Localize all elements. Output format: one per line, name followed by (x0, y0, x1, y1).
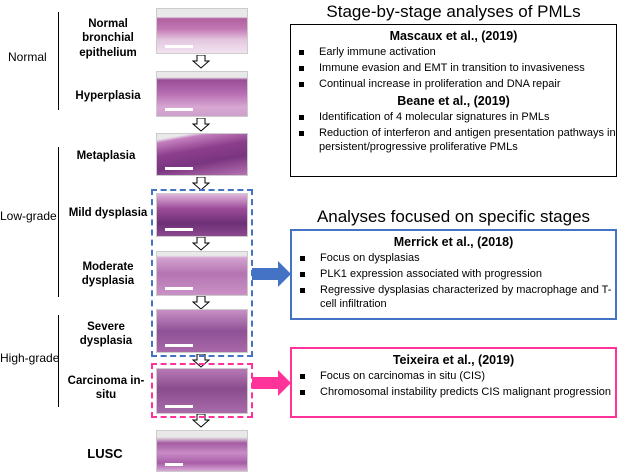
scale-bar (165, 463, 183, 466)
micrograph-hyperplasia (156, 71, 248, 117)
beane-heading: Beane et al., (2019) (397, 93, 510, 108)
merrick-heading: Merrick et al., (2018) (393, 235, 514, 249)
micrograph-carcinoma-in-situ (156, 368, 248, 414)
mascaux-heading: Mascaux et al., (2019) (389, 29, 518, 43)
stage-label-normal-bronchial: Normal bronchial epithelium (79, 18, 137, 59)
stage-label-carcinoma-in-situ: Carcinoma in-situ (67, 375, 145, 402)
micrograph-metaplasia (156, 133, 248, 176)
scale-bar (165, 167, 193, 170)
teixeira-bullets: Focus on carcinomas in situ (CIS) Chromo… (292, 370, 615, 400)
bracket-high-grade (58, 315, 59, 407)
stage-label-hyperplasia: Hyperplasia (75, 90, 141, 102)
scale-bar (165, 108, 193, 111)
scale-bar (165, 405, 193, 408)
bullet-item: Reduction of interferon and antigen pres… (291, 127, 616, 155)
merrick-bullets: Focus on dysplasias PLK1 expression asso… (292, 252, 615, 312)
micrograph-normal-bronchial (156, 8, 248, 54)
arrow-to-teixeira (252, 370, 291, 396)
bracket-low-grade (58, 147, 59, 297)
bullet-item: PLK1 expression associated with progress… (292, 268, 615, 282)
bullet-item: Chromosomal instability predicts CIS mal… (292, 386, 615, 400)
scale-bar (165, 287, 193, 290)
down-arrow (191, 295, 211, 315)
bullet-item: Regressive dysplasias characterized by m… (292, 284, 615, 312)
down-arrow (191, 236, 211, 256)
stage-label-severe-dysplasia: Severe dysplasia (79, 321, 133, 348)
section1-title: Stage-by-stage analyses of PMLs (326, 2, 581, 21)
scale-bar (165, 344, 193, 347)
micrograph-severe-dysplasia (156, 309, 248, 353)
grade-label-low: Low-grade (0, 209, 57, 223)
cis-highlight-box (151, 363, 253, 418)
down-arrow (191, 117, 211, 137)
down-arrow (191, 54, 211, 74)
merrick-box: Merrick et al., (2018) Focus on dysplasi… (290, 229, 617, 320)
dysplasia-highlight-box (151, 189, 253, 357)
bullet-item: Immune evasion and EMT in transition to … (291, 62, 616, 76)
bullet-item: Early immune activation (291, 46, 616, 60)
stage-label-mild-dysplasia: Mild dysplasia (68, 207, 148, 219)
bracket-normal (58, 12, 59, 110)
bullet-item: Continual increase in proliferation and … (291, 78, 616, 92)
scale-bar (165, 228, 193, 231)
micrograph-lusc (156, 430, 248, 472)
stage-label-metaplasia: Metaplasia (76, 150, 136, 162)
mascaux-bullets: Early immune activation Immune evasion a… (291, 46, 616, 92)
grade-label-high: High-grade (0, 351, 60, 365)
scale-bar (165, 45, 193, 48)
bullet-item: Focus on dysplasias (292, 252, 615, 266)
down-arrow (191, 176, 211, 196)
grade-label-normal: Normal (8, 50, 47, 64)
bullet-item: Identification of 4 molecular signatures… (291, 111, 616, 125)
beane-bullets: Identification of 4 molecular signatures… (291, 111, 616, 155)
stage-label-moderate-dysplasia: Moderate dysplasia (81, 261, 135, 288)
arrow-to-merrick (252, 261, 291, 287)
stage-label-lusc: LUSC (87, 446, 123, 461)
teixeira-heading: Teixeira et al., (2019) (392, 353, 515, 367)
teixeira-box: Teixeira et al., (2019) Focus on carcino… (290, 347, 617, 418)
stage-by-stage-box: Mascaux et al., (2019) Early immune acti… (290, 24, 617, 177)
section2-title: Analyses focused on specific stages (316, 207, 591, 226)
bullet-item: Focus on carcinomas in situ (CIS) (292, 370, 615, 384)
